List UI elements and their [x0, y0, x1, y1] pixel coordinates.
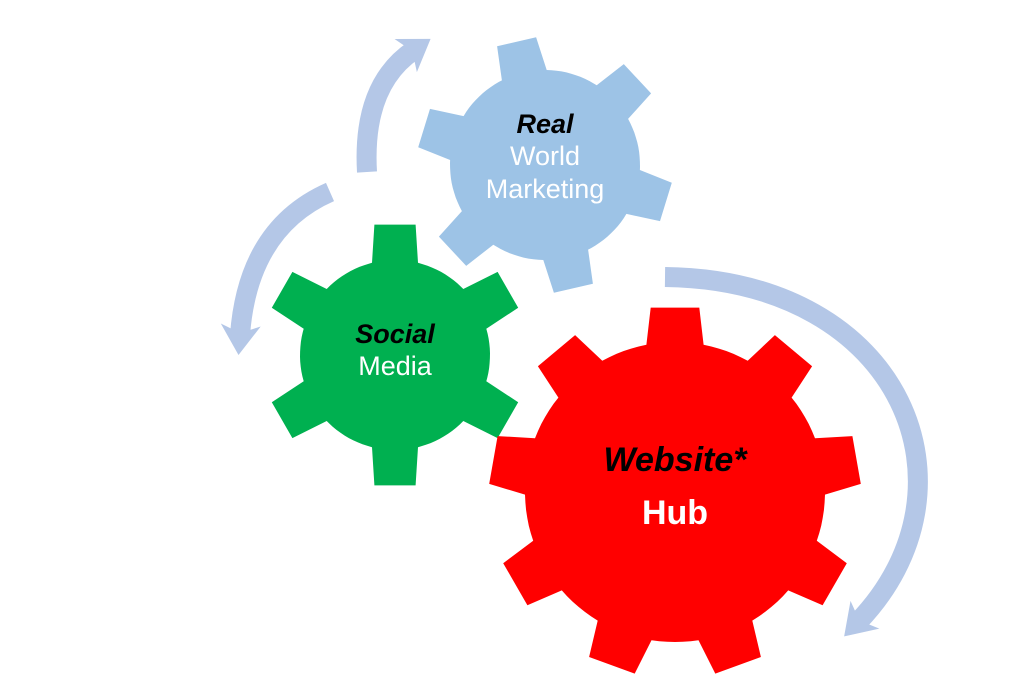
- cycle-arrow-up: [356, 38, 431, 173]
- real-world-line2: Marketing: [485, 173, 605, 204]
- cycle-arrow-left: [220, 182, 335, 355]
- real-world-marketing-gear: [418, 37, 672, 293]
- website-line1: Hub: [641, 493, 709, 532]
- cycle-arrow-right: [664, 267, 928, 637]
- website-hub-gear: [489, 307, 861, 674]
- real-world-title: Real: [516, 109, 574, 139]
- social-line1: Media: [358, 351, 432, 382]
- website-title: Website*: [603, 441, 747, 479]
- social-media-label: Social Media: [295, 318, 495, 383]
- real-world-line1: World: [509, 141, 581, 172]
- real-world-marketing-label: Real World Marketing: [445, 108, 645, 205]
- social-media-gear: [271, 224, 519, 486]
- website-hub-label: Website* Hub: [555, 440, 795, 534]
- social-title: Social: [355, 319, 435, 349]
